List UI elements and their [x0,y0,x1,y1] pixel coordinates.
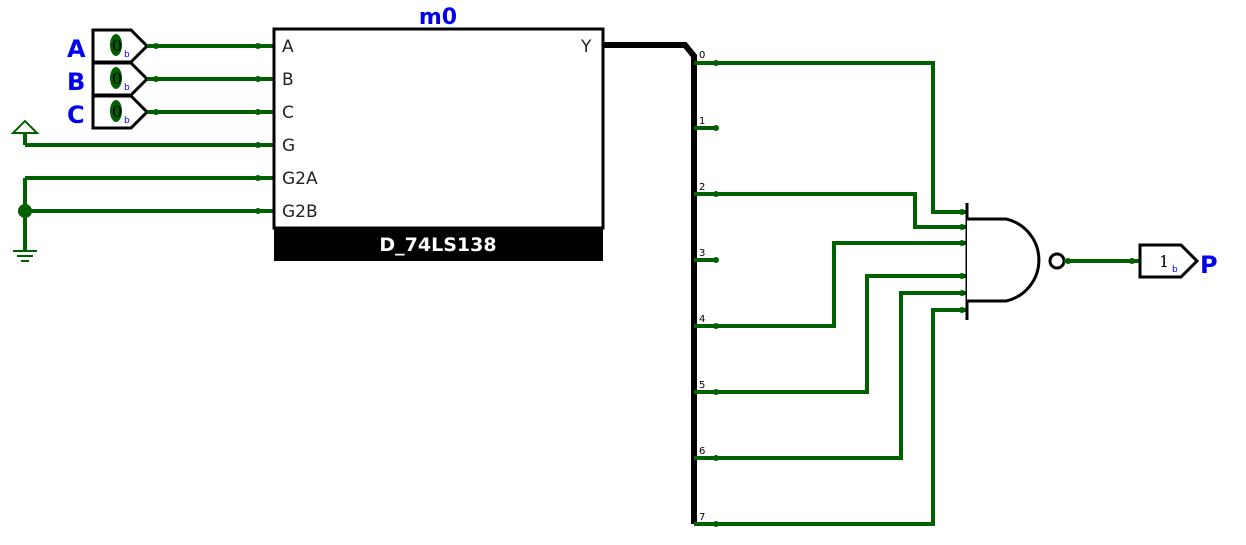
chip-pin-g: G [282,136,295,156]
input-pin-b-value: 0 [112,69,122,88]
bit-index-2: 2 [699,182,705,193]
input-pin-a-radix: b [124,50,130,60]
input-pin-a-value: 0 [112,36,122,55]
input-pin-c-value: 0 [112,102,122,121]
bit-index-3: 3 [699,248,705,259]
output-pin-value: 1 [1159,252,1169,271]
chip-name: D_74LS138 [379,234,496,256]
bus-splitter: 0 1 2 3 4 5 6 7 [694,50,719,527]
output-pin-radix: b [1172,265,1178,275]
output-bus [603,42,697,524]
chip-pin-a: A [282,37,294,57]
bit-index-1: 1 [699,116,705,127]
decoder-chip[interactable]: D_74LS138 m0 A B C G G2A G2B Y [272,5,605,261]
input-label-b: B [67,68,85,96]
chip-instance-label: m0 [419,5,457,30]
power-icon [10,119,40,145]
ground-icon [13,250,37,262]
bit-index-6: 6 [699,446,705,457]
input-pin-c-radix: b [124,116,130,126]
input-wires [147,43,274,115]
input-label-a: A [67,35,86,63]
chip-pin-y: Y [580,37,592,57]
output-label-p: P [1200,251,1218,279]
input-pin-b[interactable]: 0 b B [67,61,150,97]
input-pin-a[interactable]: 0 b A [67,28,150,64]
nand-gate[interactable] [965,203,1066,320]
input-label-c: C [67,101,85,129]
bit-index-0: 0 [699,50,705,61]
bit-index-4: 4 [699,314,705,325]
bit-index-5: 5 [699,380,705,391]
output-pin-p[interactable]: 1 b P [1138,243,1218,279]
chip-pin-c: C [282,103,294,123]
bit-index-7: 7 [699,512,705,523]
ground-wires [18,175,274,250]
nand-input-wires [716,61,966,526]
chip-pin-b: B [282,70,294,90]
input-pin-c[interactable]: 0 b C [67,94,150,130]
input-pin-b-radix: b [124,83,130,93]
chip-pin-g2a: G2A [282,169,318,189]
chip-pin-g2b: G2B [282,202,318,222]
